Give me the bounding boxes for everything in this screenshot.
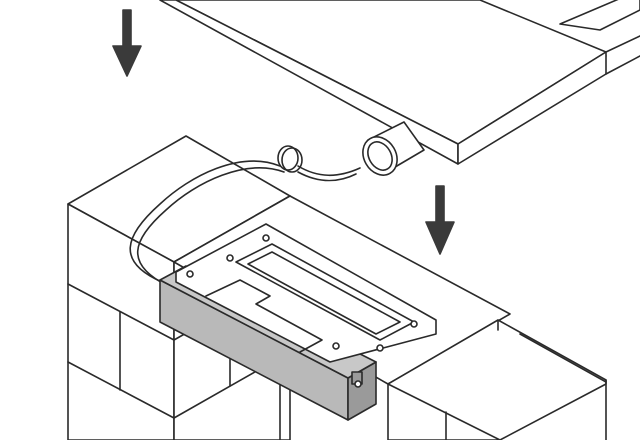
wire-coil (277, 145, 299, 171)
down-arrow-right (425, 185, 455, 255)
wall-right-block-front (387, 383, 501, 440)
step-arrows (112, 9, 455, 255)
plate-inner-window (247, 251, 401, 335)
housing-clip-screw (354, 380, 362, 388)
wire-lead-left (129, 160, 281, 283)
housing-assembly (159, 223, 437, 421)
coiled-wires (129, 145, 361, 287)
screw-hole (332, 342, 340, 350)
screw-hole (262, 234, 270, 242)
screw-hole (186, 270, 194, 278)
conduit-pipe (362, 121, 425, 176)
wire-lead-right (297, 171, 357, 182)
wire-lead-left (136, 167, 285, 287)
screw-hole (376, 344, 384, 352)
slab-back-rail (559, 0, 640, 31)
wall-joint (67, 361, 175, 419)
slab-back-edge (605, 35, 640, 53)
plate-tab-cutout (205, 279, 323, 353)
wire-lead-right (297, 165, 361, 177)
wall-joint (519, 333, 607, 383)
wall-joint (67, 283, 175, 341)
slab-back-edge (605, 55, 640, 75)
screw-hole (226, 254, 234, 262)
wire-coil (281, 147, 303, 173)
down-arrow-left (112, 9, 142, 77)
screw-hole (410, 320, 418, 328)
pipe-opening-inner (367, 141, 393, 171)
top-slab (159, 0, 640, 165)
